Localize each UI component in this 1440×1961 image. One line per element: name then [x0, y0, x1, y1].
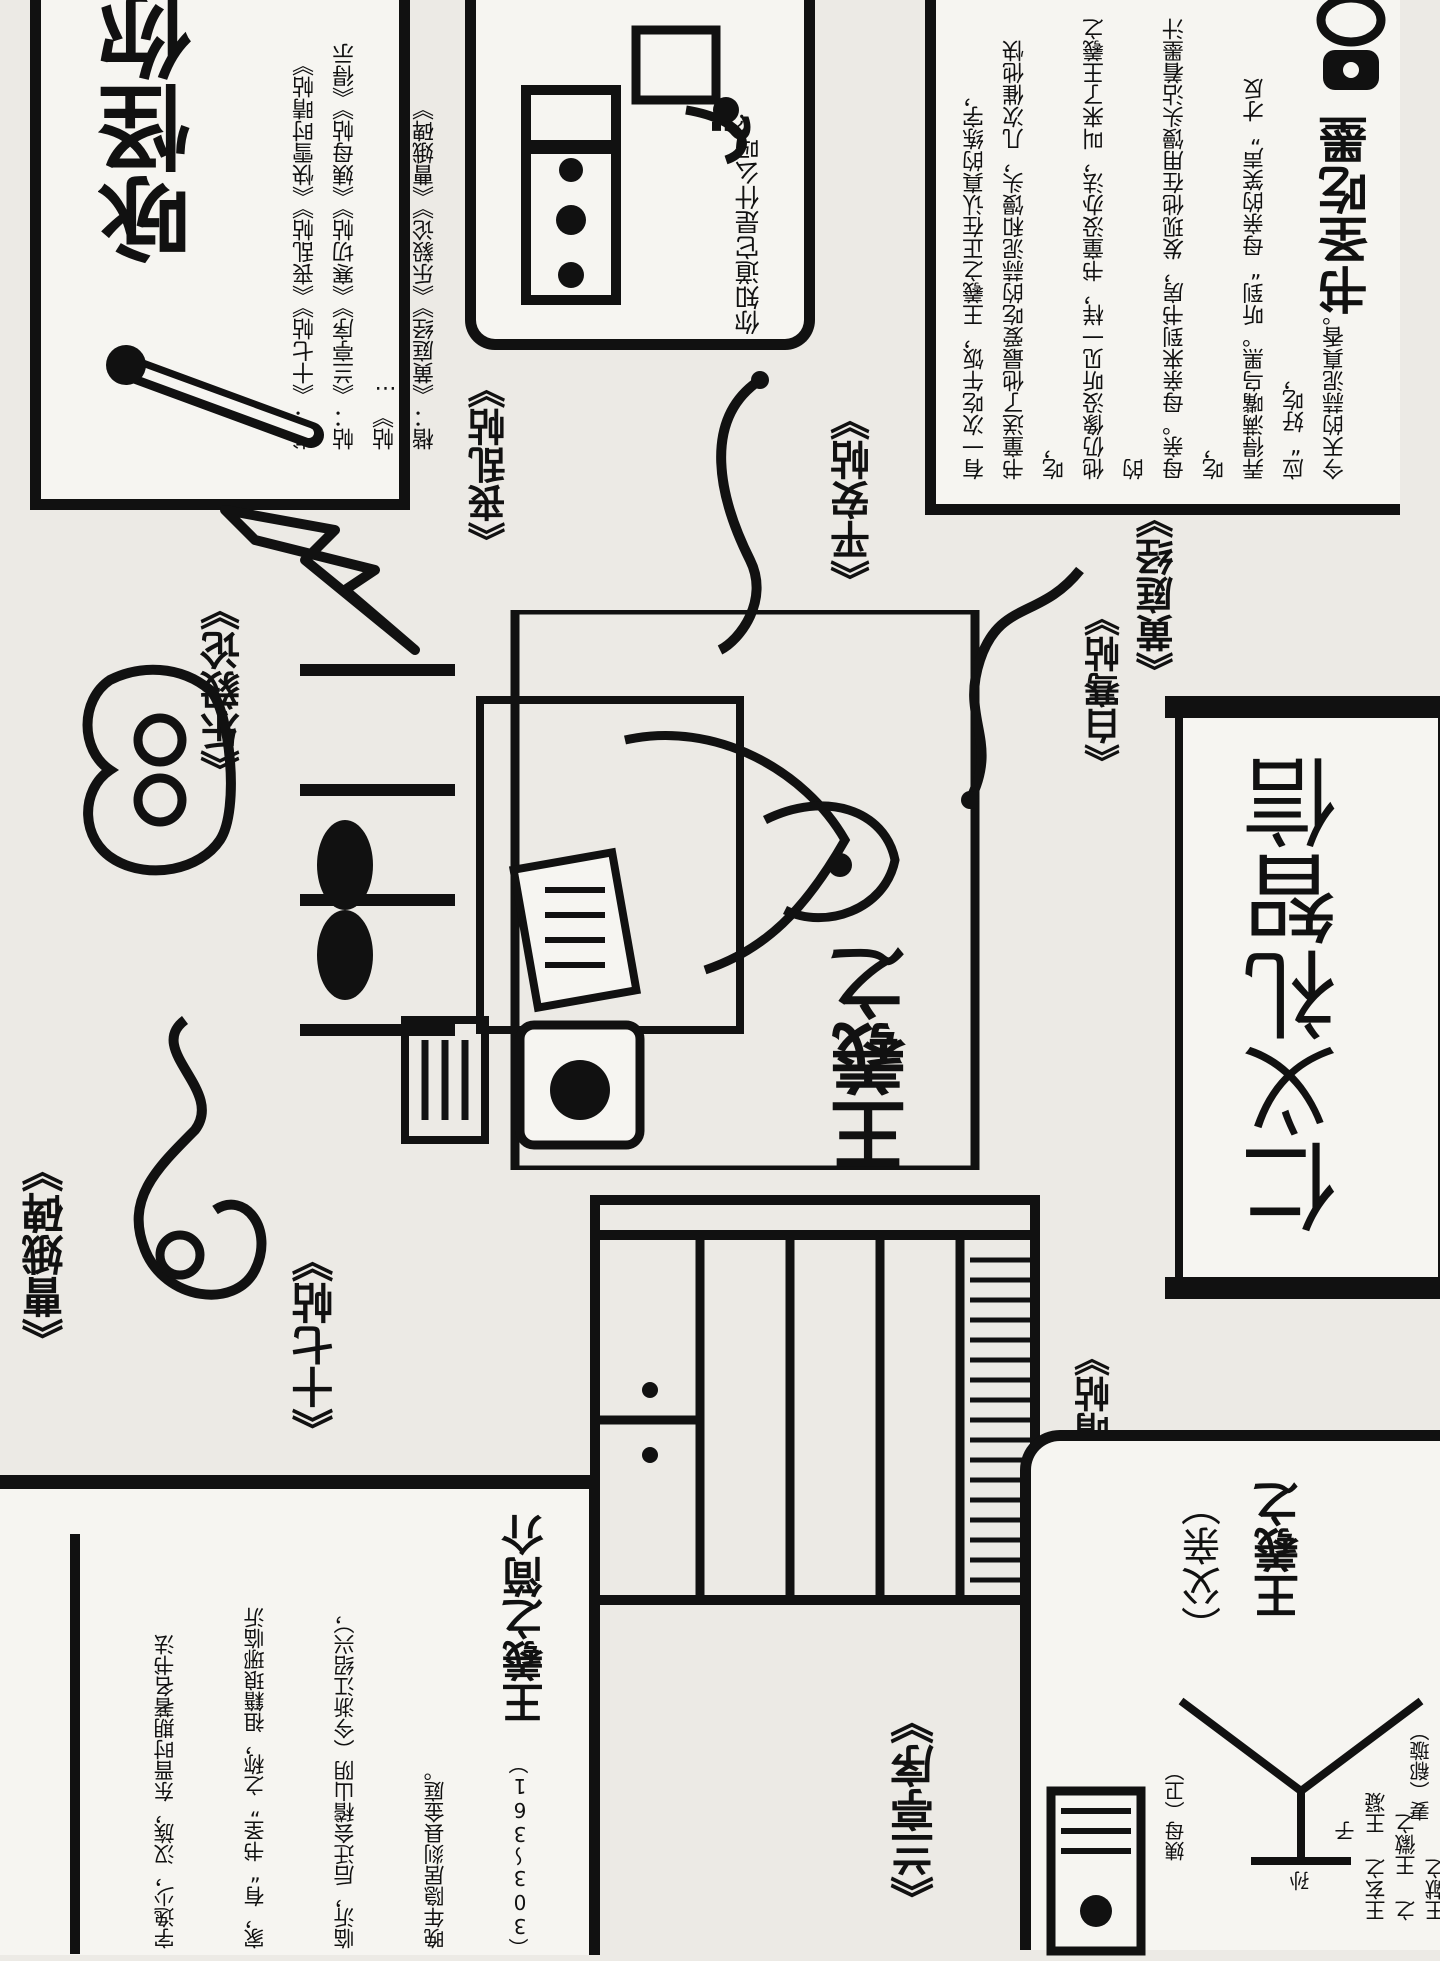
scroll-bottom-rod: [1165, 1277, 1440, 1299]
works-line: 楷：《黄庭经》《乐毅论》《曹娥碑》: [413, 98, 438, 450]
story-line: 他仍像没听见一样，书童没办法，叫来了王羲之的: [1083, 18, 1148, 480]
desk-illustration: [521, 25, 747, 305]
bio-box: 王羲之简介 （303～361） 字逸少，汉族，东晋时期著名书法 家，有“书圣”之…: [0, 1475, 600, 1958]
work-huangting: 《黄庭经》: [1136, 500, 1180, 690]
bio-line: 字逸少，汉族，东晋时期著名书法: [153, 1634, 177, 1949]
bio-rule: [70, 1534, 80, 1954]
family-grandson: 孙: [1289, 1871, 1313, 1891]
cloud-icon: [133, 1016, 267, 1300]
family-tree-lines: [1178, 1697, 1424, 1865]
work-shiqi: 《十七帖》: [291, 1240, 340, 1450]
inkstone-drawing: [1046, 1786, 1146, 1956]
question-panel: 你知道它是什么吗？ ?: [465, 0, 815, 350]
family-box: 王羲之 （父亲） 妻（郗璇） 姨母（卫） 子 孙 王玄之 王凝之 王徽之 王献之: [1020, 1430, 1440, 1956]
work-pingan: 《平安帖》: [831, 400, 877, 600]
family-sub: （父亲）: [1182, 1486, 1228, 1646]
story-box: 书圣吃墨 有一次吃午饭，王羲之正在认真的练字， 书童送了他最爱吃的蒜泥和馒头，几…: [925, 0, 1400, 515]
work-sangluan: 《丧乱帖》: [468, 370, 512, 560]
bio-line: 晚年隐居剡县金庭。: [423, 1760, 447, 1949]
smoke-swirl-icon: [716, 371, 769, 655]
work-lanting: 《兰亭序》: [891, 1700, 942, 1920]
story-line: 有一次吃午饭，王羲之正在认真的练字，: [963, 84, 988, 480]
scroll-text: 仁义礼智信: [1242, 755, 1354, 1235]
work-caoe: 《曹娥碑》: [21, 1150, 70, 1360]
ink-stone-icon: [1316, 0, 1386, 90]
bio-line: 临沂，后迁会稽山阴（今浙江绍兴），: [333, 1602, 357, 1950]
virtues-scroll: 仁义礼智信: [1165, 696, 1440, 1299]
cloud-icon: [82, 664, 236, 876]
question-caption: 你知道它是什么吗？: [734, 110, 763, 335]
brush-icon: [106, 345, 324, 448]
scholar-illustration: [300, 610, 980, 1170]
bio-text: 字逸少，汉族，东晋时期著名书法 家，有“书圣”之称，祖籍琅琊临沂 临沂，后迁会稽…: [120, 1549, 480, 1950]
works-list-box: 书：《十七帖》《丧乱帖》《快雪时晴帖》 帖：《兰亭序》《寒切帖》《姨母帖》《得示…: [30, 0, 438, 510]
bio-title: 王羲之简介: [501, 1514, 550, 1724]
family-title: 王羲之: [1252, 1481, 1306, 1619]
central-name: 王羲之: [830, 945, 919, 1173]
scroll-top-rod: [1165, 696, 1440, 718]
story-text: 有一次吃午饭，王羲之正在认真的练字， 书童送了他最爱吃的蒜泥和馒头，几次催他快吃…: [956, 10, 1356, 480]
lightning-icon: [220, 505, 420, 655]
story-line: 母亲。母亲来到书房，发现他在用馒头沾着墨汁吃，: [1163, 18, 1228, 480]
bio-dates: （303～361）: [508, 1754, 532, 1958]
bookshelf-illustration: [590, 1195, 1040, 1605]
smoke-swirl-icon: [961, 566, 1084, 809]
story-line: 弄得满嘴乌黑。听到“母亲的笑声”才反应“好吃，: [1243, 78, 1308, 480]
story-line: 今天的蒜泥真香。: [1323, 304, 1348, 480]
works-box-title: 咏怪你: [99, 0, 206, 266]
story-line: 书童送了他最爱吃的蒜泥和馒头，几次催他快吃，: [1003, 40, 1068, 480]
bio-line: 家，有“书圣”之称，祖籍琅琊临沂: [243, 1607, 267, 1949]
question-mark-icon: ?: [699, 112, 760, 144]
